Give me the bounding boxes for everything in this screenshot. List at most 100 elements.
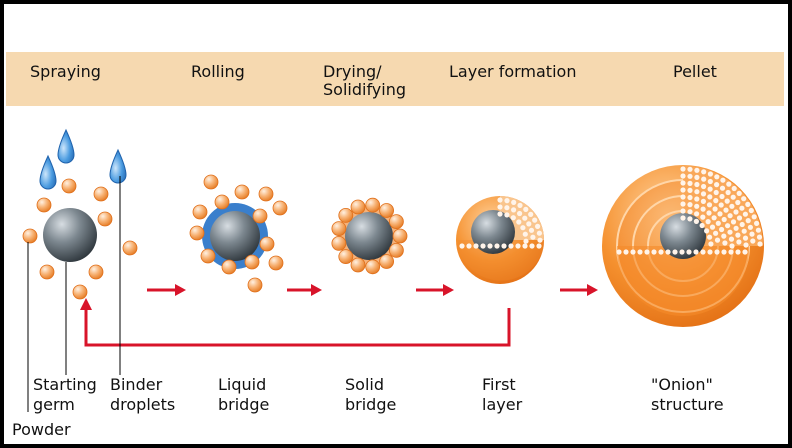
particle xyxy=(723,207,729,213)
particle xyxy=(728,236,735,242)
caption-solid-bridge: bridge xyxy=(345,395,397,414)
particle xyxy=(687,202,693,208)
particle xyxy=(536,243,542,249)
particle xyxy=(687,173,693,179)
particle xyxy=(735,232,741,238)
particle xyxy=(680,215,686,221)
particle xyxy=(742,211,749,217)
particle xyxy=(739,221,745,228)
stage-rolling: Rolling xyxy=(191,62,245,81)
particle xyxy=(487,243,493,249)
particle xyxy=(725,189,731,196)
particle xyxy=(707,249,713,255)
particle xyxy=(739,205,745,211)
particle xyxy=(687,166,693,172)
first-layer-granule xyxy=(456,196,544,284)
particle xyxy=(480,243,486,249)
particle xyxy=(687,180,693,186)
particle xyxy=(694,211,700,217)
particle xyxy=(680,166,686,172)
particle xyxy=(730,219,737,225)
particle xyxy=(709,224,716,230)
particle xyxy=(644,249,650,255)
particle xyxy=(680,201,686,207)
particle xyxy=(350,199,366,215)
particle xyxy=(522,215,528,221)
caption-layer: layer xyxy=(482,395,523,414)
particle xyxy=(522,231,528,237)
particle xyxy=(743,242,749,248)
particle xyxy=(388,214,404,230)
particle xyxy=(504,205,510,211)
particle xyxy=(686,249,692,255)
particle xyxy=(708,241,714,247)
particle xyxy=(754,220,760,226)
recycle-loop xyxy=(84,308,511,347)
caption-solid: Solid xyxy=(345,375,384,394)
particle xyxy=(701,169,707,175)
particle xyxy=(720,177,726,183)
particle xyxy=(707,171,714,177)
particle xyxy=(504,198,510,204)
particle xyxy=(516,219,522,225)
particle xyxy=(735,249,741,255)
particle xyxy=(733,209,739,215)
particle xyxy=(726,181,732,187)
particle xyxy=(530,234,536,240)
particle xyxy=(392,228,408,244)
particle xyxy=(706,210,712,216)
particle xyxy=(651,249,657,255)
caption-starting: Starting xyxy=(33,375,97,394)
stage-spraying: Spraying xyxy=(30,62,101,81)
particle xyxy=(459,243,465,249)
particle xyxy=(731,185,737,192)
particle xyxy=(736,215,743,221)
particle xyxy=(755,227,762,233)
particle xyxy=(711,215,717,221)
particle xyxy=(672,249,678,255)
stage-drying: Drying/ xyxy=(323,62,382,81)
particle xyxy=(722,240,728,246)
particle xyxy=(510,215,516,221)
particle xyxy=(517,210,523,217)
liquid-bridge-granule xyxy=(189,174,288,293)
particle xyxy=(510,207,517,213)
particle xyxy=(365,197,381,213)
caption-droplets: droplets xyxy=(110,395,176,414)
particle xyxy=(679,249,685,255)
particle xyxy=(705,219,711,225)
particle xyxy=(532,217,538,223)
particle xyxy=(473,243,479,249)
particle xyxy=(700,214,706,220)
particle xyxy=(728,249,734,255)
particle xyxy=(701,176,707,182)
particle xyxy=(741,228,747,234)
caption-first: First xyxy=(482,375,516,394)
particle xyxy=(742,249,748,255)
particle xyxy=(536,230,543,236)
onion-pellet xyxy=(602,165,764,327)
particle xyxy=(748,207,754,214)
particle xyxy=(379,254,395,269)
particle xyxy=(742,235,749,241)
particle xyxy=(523,238,529,244)
particle xyxy=(687,194,693,201)
particle xyxy=(729,203,735,209)
particle xyxy=(721,233,727,239)
particle xyxy=(756,234,763,240)
caption-liquid-bridge: bridge xyxy=(218,395,270,414)
particle xyxy=(727,229,733,235)
particle xyxy=(719,226,725,233)
particle xyxy=(717,211,723,217)
particle xyxy=(693,249,699,255)
particle xyxy=(733,225,739,231)
particle xyxy=(719,193,725,200)
caption-onion: "Onion" xyxy=(651,375,713,394)
particle xyxy=(700,249,706,255)
starting-germ xyxy=(43,208,97,262)
particle xyxy=(718,202,724,208)
particle xyxy=(528,227,535,233)
particle xyxy=(736,239,742,245)
callout-lines xyxy=(27,176,121,412)
